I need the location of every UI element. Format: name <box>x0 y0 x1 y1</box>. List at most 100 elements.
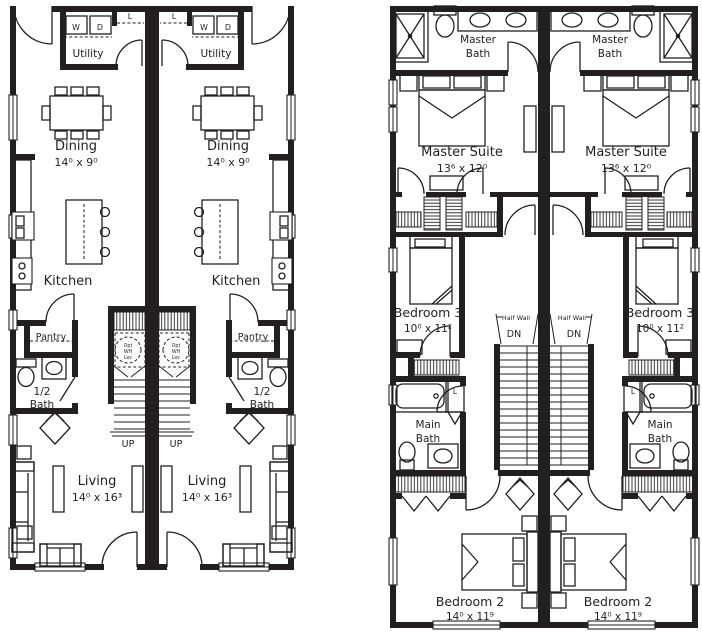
label-up: UP <box>122 439 135 450</box>
label-half-bath: Bath <box>250 399 274 411</box>
staircase-up <box>110 311 147 437</box>
second-floor-unit <box>388 5 539 630</box>
linen-closet-door <box>447 411 463 426</box>
label-main-bath: Main <box>415 419 440 431</box>
shower <box>391 9 429 63</box>
half-bath-fixtures <box>15 356 67 388</box>
main-bath-door-arc <box>436 385 464 413</box>
label-washer: W <box>200 23 208 32</box>
label-master-bath: Bath <box>466 48 490 60</box>
label-living-dims: 14⁰ x 16³ <box>182 491 232 504</box>
label-main-bath: Bath <box>648 433 672 445</box>
stool <box>99 226 111 238</box>
label-half-bath: 1/2 <box>34 386 51 398</box>
label-living: Living <box>78 474 117 489</box>
exterior-walls <box>390 6 538 628</box>
label-dryer: D <box>97 23 103 32</box>
bedroom3-door-arc <box>419 325 451 357</box>
pantry-door-arc <box>45 293 75 323</box>
label-opt-wh: Loc <box>172 355 181 361</box>
second-floor-labels: Master Bath Master Bath Master Suite 13⁶… <box>394 34 694 623</box>
closet-rod <box>395 211 422 228</box>
label-linen: L <box>631 387 636 396</box>
label-master-suite: Master Suite <box>421 145 503 160</box>
closet-rod <box>465 211 498 228</box>
kitchen-island <box>65 199 111 265</box>
label-kitchen: Kitchen <box>44 274 93 289</box>
label-master-suite: Master Suite <box>585 145 667 160</box>
nightstand <box>486 73 505 92</box>
end-table <box>16 525 33 540</box>
windows <box>388 79 501 630</box>
toilet-tank <box>15 358 37 368</box>
label-bedroom3: Bedroom 3 <box>626 305 694 320</box>
suite-hall-door-arc <box>504 204 536 236</box>
label-dining-dims: 14⁰ x 9⁰ <box>206 156 250 169</box>
label-up: UP <box>170 439 183 450</box>
water-heater-circle <box>114 336 142 364</box>
headboard <box>409 235 453 249</box>
label-dining-dims: 14⁰ x 9⁰ <box>54 156 98 169</box>
master-suite-furniture <box>399 71 537 191</box>
dresser <box>429 175 464 191</box>
label-bedroom3-dims: 10⁰ x 11² <box>636 323 684 335</box>
closet-rod <box>445 196 463 231</box>
label-master-suite-dims: 13⁶ x 12⁰ <box>437 162 488 175</box>
vanity <box>41 356 67 380</box>
half-wall-lines <box>495 313 539 345</box>
bedroom2-furniture <box>391 475 539 609</box>
second-floor-party-wall <box>538 6 550 628</box>
master-bath-door-arc <box>507 41 539 73</box>
armchair <box>39 411 71 445</box>
closet-rod <box>391 475 466 493</box>
label-linen: L <box>172 12 177 21</box>
kitchen-counter <box>11 159 35 291</box>
sink <box>433 448 453 464</box>
nightstand <box>521 592 538 609</box>
bed <box>461 533 528 591</box>
sink <box>469 12 491 28</box>
label-half-bath: Bath <box>30 399 54 411</box>
label-half-bath: 1/2 <box>254 386 271 398</box>
label-living: Living <box>188 474 227 489</box>
living-furniture <box>11 411 144 567</box>
doors <box>397 41 539 513</box>
label-bedroom3: Bedroom 3 <box>394 305 462 320</box>
dining-set <box>41 86 112 140</box>
label-master-bath: Bath <box>598 48 622 60</box>
headboard <box>526 531 539 593</box>
bedroom2-door-arc <box>465 475 501 511</box>
label-pantry: Pantry <box>238 332 269 343</box>
label-opt-wh: Loc <box>124 355 133 361</box>
stair-railing <box>113 311 146 331</box>
label-dining: Dining <box>55 139 97 154</box>
dryer-box <box>89 15 112 35</box>
dining-table <box>49 95 104 131</box>
chair <box>505 477 535 511</box>
closet-bifold-door <box>425 495 451 513</box>
label-pantry: Pantry <box>36 332 67 343</box>
closet-door-arc <box>397 167 425 195</box>
kitchen-range <box>11 257 33 285</box>
label-opt-wh: Opt <box>124 343 133 349</box>
nightstand <box>521 515 538 532</box>
toilet-bowl <box>398 441 416 463</box>
sink <box>505 12 527 28</box>
vanity <box>427 443 459 469</box>
main-bath-fixtures <box>391 379 465 471</box>
doors <box>13 5 143 568</box>
label-half-wall: Half Wall <box>558 314 586 322</box>
pillow <box>512 537 525 562</box>
bedroom3-furniture <box>396 235 460 376</box>
label-half-wall: Half Wall <box>502 314 530 322</box>
pillow <box>422 75 451 89</box>
cabinet <box>52 465 65 513</box>
closet-bifold-door <box>401 495 427 513</box>
pillow <box>453 75 482 89</box>
label-down: DN <box>567 329 581 340</box>
label-master-bath: Master <box>460 34 497 46</box>
bed <box>418 89 486 147</box>
utility-door-arc <box>115 39 143 67</box>
